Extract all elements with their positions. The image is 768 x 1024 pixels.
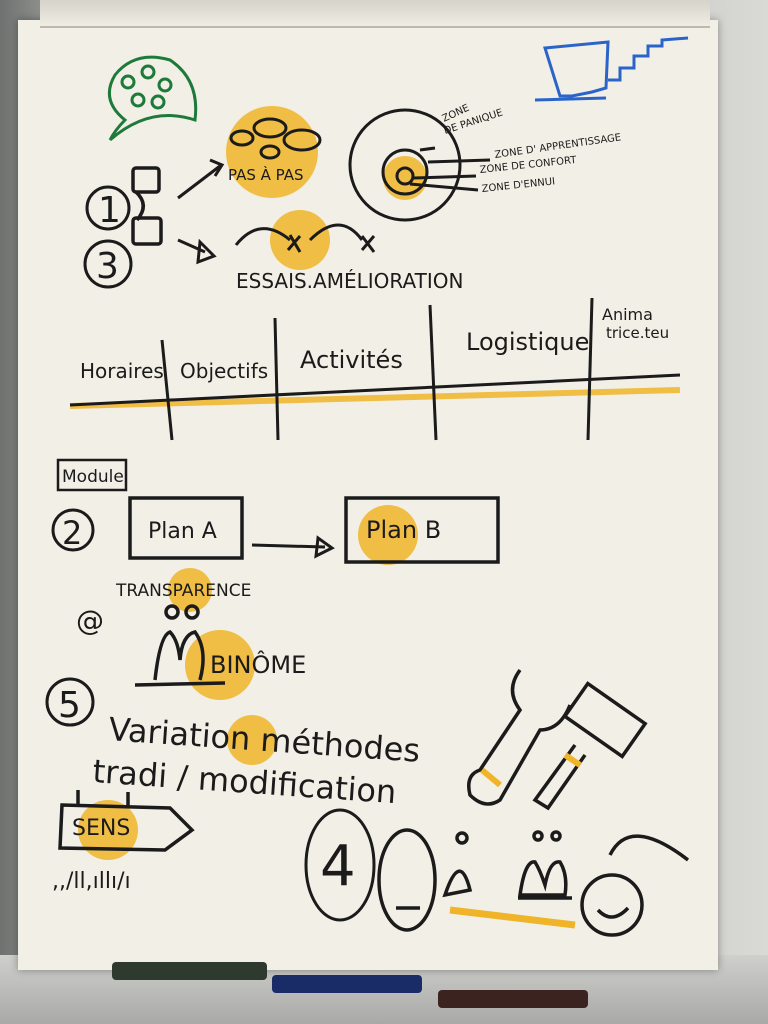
plan-b-label: Plan B <box>366 516 441 544</box>
zone-confort-label: ZONE DE CONFORT <box>479 155 578 176</box>
red-marker <box>438 990 588 1008</box>
thinking-head-icon <box>107 55 198 142</box>
wrench-icon <box>467 668 572 806</box>
plan-a-box <box>128 496 244 560</box>
stepping-stones-icon <box>229 117 322 160</box>
module-label: Module <box>62 467 124 487</box>
column-objectifs: Objectifs <box>180 359 268 383</box>
grass-marks: ,,/ll,ıllı/ı <box>52 869 131 894</box>
column-logistique: Logistique <box>466 328 589 356</box>
step-three-circle <box>83 239 133 289</box>
single-person-icon <box>442 869 473 898</box>
neutral-face-icon <box>377 828 437 932</box>
highlight-underline <box>449 906 576 929</box>
column-activites: Activités <box>300 346 403 374</box>
flow-arrows <box>177 158 376 559</box>
binome-label: BINÔME <box>210 649 306 679</box>
column-animateur-line2: trice.teu <box>606 324 669 342</box>
essais-label: ESSAIS.AMÉLIORATION <box>236 269 463 293</box>
blue-marker <box>272 975 422 993</box>
pair-person-icon <box>517 860 568 897</box>
transparence-label: TRANSPARENCE <box>115 581 251 601</box>
step-one-circle <box>85 185 131 231</box>
step-five-circle <box>45 677 95 727</box>
table-dividers <box>69 297 681 441</box>
signpost-icon <box>58 790 195 852</box>
column-horaires: Horaires <box>80 359 164 383</box>
hammer-icon <box>532 681 648 811</box>
plan-b-box <box>344 496 500 564</box>
step-two-circle <box>51 508 95 552</box>
crowd-icon <box>608 834 690 862</box>
binome-icon <box>134 604 226 687</box>
hourglass-icon <box>131 166 163 246</box>
step-one-number: 1 <box>98 190 121 231</box>
step-five-number: 5 <box>58 685 81 726</box>
plan-a-label: Plan A <box>148 519 217 544</box>
green-marker <box>112 962 267 980</box>
step-three-number: 3 <box>96 246 119 287</box>
zone-ennui-label: ZONE D'ENNUI <box>481 176 555 195</box>
step-four-number: 4 <box>320 834 356 899</box>
step-two-number: 2 <box>62 514 82 552</box>
module-box <box>56 458 128 492</box>
target-zones-icon <box>348 108 491 222</box>
single-person-head <box>455 831 469 845</box>
smiley-icon <box>580 873 644 937</box>
column-animateur-line1: Anima <box>602 305 653 324</box>
at-sign: @ <box>76 604 104 637</box>
pas-a-pas-label: PAS À PAS <box>228 165 304 184</box>
flipchart-binding <box>40 0 710 28</box>
step-four-circle <box>304 808 376 922</box>
stairs-hat-icon <box>534 36 689 102</box>
sens-label: SENS <box>72 816 130 841</box>
